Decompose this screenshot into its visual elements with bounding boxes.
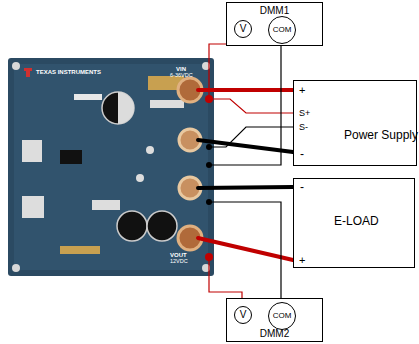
board-marking: VOUT xyxy=(170,252,187,258)
ti-logo xyxy=(24,68,32,77)
power-supply-box: Power Supply + S+ S- - xyxy=(293,80,417,166)
meter-jack: V xyxy=(234,306,252,324)
board-marking: VIN xyxy=(176,66,186,72)
node-text: V xyxy=(240,24,247,34)
meter-box: DMM2 V COM xyxy=(226,298,323,342)
inductor xyxy=(22,140,42,162)
meter-jack: V xyxy=(234,20,252,38)
eval-board xyxy=(8,58,214,276)
node-text: DMM1 xyxy=(227,6,322,16)
wiring xyxy=(198,37,293,305)
node-text: V xyxy=(240,310,247,320)
node-text: E-LOAD xyxy=(334,215,379,227)
board-marking: 6-36VDC xyxy=(170,73,193,79)
node-text: Power Supply xyxy=(344,129,418,141)
node-text: - xyxy=(300,148,304,160)
node-text: + xyxy=(299,255,305,266)
node-text: S- xyxy=(299,123,308,132)
meter-box: DMM1V COM xyxy=(226,2,323,46)
node-text: DMM2 xyxy=(227,329,322,339)
board-marking: TEXAS INSTRUMENTS xyxy=(36,69,101,75)
capacitor xyxy=(117,211,147,241)
meter-jack: COM xyxy=(268,302,296,330)
node-text: - xyxy=(300,181,304,193)
node-text: S+ xyxy=(299,109,310,118)
board-copper xyxy=(14,64,208,270)
e-load-box: E-LOAD - + xyxy=(293,178,415,268)
node-text: + xyxy=(299,85,305,96)
node-text: COM xyxy=(273,26,292,34)
meter-jack: COM xyxy=(268,16,296,44)
capacitor xyxy=(102,92,134,124)
node-text: COM xyxy=(273,312,292,320)
board-marking: 12VDC xyxy=(170,259,188,265)
